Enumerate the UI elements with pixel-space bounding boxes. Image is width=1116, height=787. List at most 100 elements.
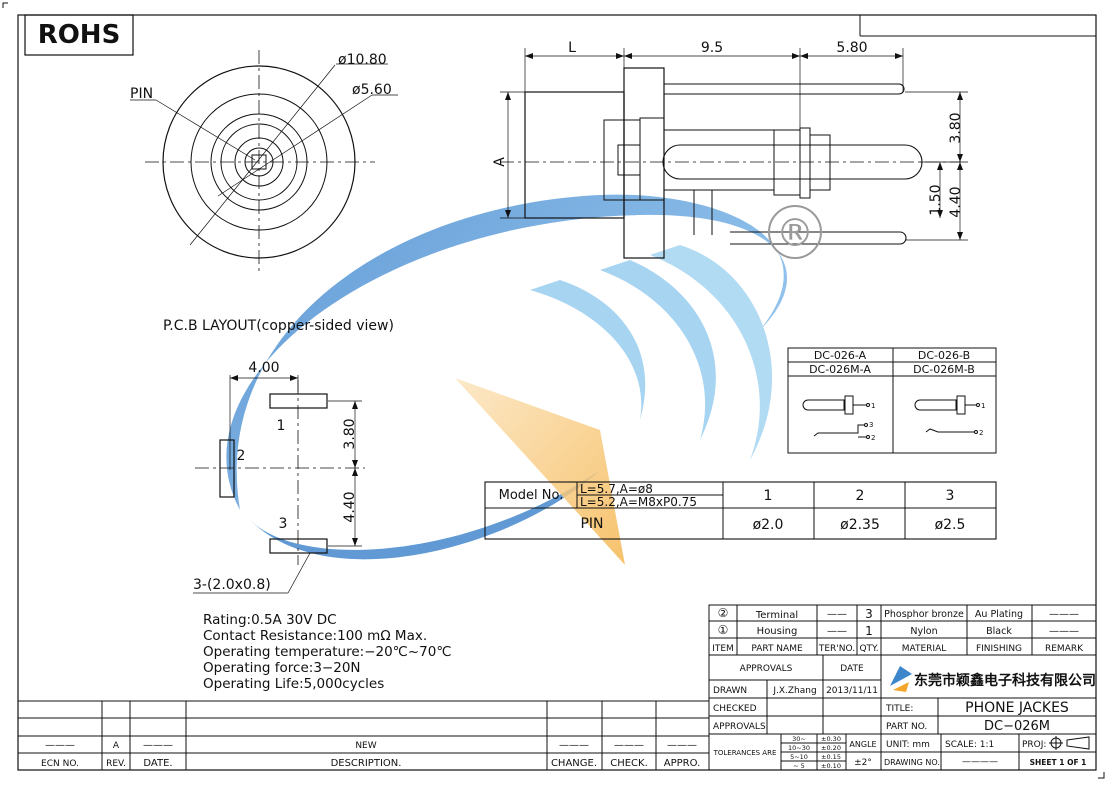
model-row-label: PIN (580, 516, 603, 532)
variant-a-pin-2: 2 (871, 434, 875, 442)
rev-check-dash: ——— (614, 740, 644, 751)
bom-header-item: ITEM (712, 644, 734, 654)
pcb-dim-3-80: 3.80 (342, 418, 358, 449)
tol-value-2: ±0.20 (821, 744, 841, 752)
bom-header-ter: TER'NO. (818, 644, 855, 654)
pad-2-label: 2 (237, 448, 246, 464)
tolerances-label: TOLERANCES ARE (713, 749, 777, 757)
angle-value: ±2° (854, 758, 872, 768)
watermark-logo (226, 194, 787, 565)
part-no-label: PART NO. (886, 722, 927, 732)
dim-a: A (492, 157, 508, 167)
model-line-2: L=5.2,A=M8xP0.75 (580, 495, 697, 509)
bom-row-2-qty: 1 (865, 624, 873, 638)
model-line-1: L=5.7,A=ø8 (580, 482, 653, 496)
model-col-3: 3 (946, 488, 955, 504)
proj-label: PROJ: (1022, 740, 1046, 750)
variant-b-pin-1: 1 (981, 402, 985, 410)
tol-range-2: 10~30 (788, 744, 810, 752)
pad-3-label: 3 (279, 516, 288, 532)
angle-label: ANGLE (849, 740, 876, 749)
drawn-by: J.X.Zhang (772, 686, 816, 696)
tol-value-1: ±0.30 (821, 735, 841, 743)
model-col-1: 1 (764, 488, 773, 504)
variant-header-b: DC-026-B (918, 349, 970, 362)
unit-label: UNIT: mm (886, 740, 930, 750)
company-logo-icon (890, 666, 912, 692)
model-col-2: 2 (856, 488, 865, 504)
rev-change-dash: ——— (559, 740, 589, 751)
model-table (484, 481, 997, 540)
dim-1-50: 1.50 (928, 184, 944, 215)
bom-row-2-remark: ——— (1049, 626, 1079, 637)
drawing-no-label: DRAWING NO. (884, 758, 940, 767)
drawing-no-value: ———— (962, 757, 998, 767)
pad-1-label: 1 (277, 418, 286, 434)
title-value: PHONE JACKES (965, 700, 1069, 716)
spec-temperature: Operating temperature:−20℃~70℃ (203, 644, 452, 660)
dim-9-5: 9.5 (701, 40, 723, 56)
variant-a-pin-1: 1 (871, 402, 875, 410)
bom-row-1-finishing: Au Plating (975, 609, 1023, 620)
rev-value: A (113, 741, 120, 751)
scale-label: SCALE: 1:1 (945, 740, 994, 750)
model-value-2: ø2.35 (840, 517, 880, 533)
approvals-header: APPROVALS (740, 664, 793, 674)
bom-row-1-qty: 3 (865, 607, 873, 621)
model-value-1: ø2.0 (753, 517, 784, 533)
model-value-3: ø2.5 (935, 517, 966, 533)
part-no-value: DC−026M (984, 719, 1050, 734)
pcb-layout (193, 375, 365, 594)
bom-header-material: MATERIAL (902, 644, 947, 654)
registered-mark: ® (776, 211, 814, 255)
bom-header-qty: QTY. (859, 644, 878, 654)
bom-header-remark: REMARK (1045, 644, 1084, 654)
company-name: 东莞市颖鑫电子科技有限公司 (914, 672, 1096, 689)
bom-row-2-item: ① (718, 623, 729, 637)
drawn-date: 2013/11/11 (826, 686, 878, 696)
rev-appro-dash: ——— (667, 740, 697, 751)
header-change: CHANGE. (551, 758, 597, 769)
bom-row-2-material: Nylon (910, 626, 937, 637)
bom-row-2-finishing: Black (986, 626, 1012, 637)
pcb-dim-4-00: 4.00 (248, 360, 279, 376)
variants-table (787, 347, 997, 454)
revision-block (18, 700, 709, 770)
spec-rating: Rating:0.5A 30V DC (203, 612, 337, 628)
tol-range-4: ~ 5 (793, 762, 805, 770)
date-header: DATE (840, 664, 864, 674)
tol-range-1: 30~ (792, 735, 806, 743)
spec-contact-resistance: Contact Resistance:100 mΩ Max. (203, 628, 427, 644)
pad-size-label: 3-(2.0x0.8) (193, 577, 271, 593)
dim-3-80: 3.80 (948, 112, 964, 143)
title-label: TITLE: (885, 704, 913, 714)
bom-row-1-remark: ——— (1049, 609, 1079, 620)
rev-ecn-dash: ——— (45, 740, 75, 751)
bom-row-1-item: ② (718, 606, 729, 620)
approvals-label: APPROVALS (713, 722, 766, 732)
bom-row-1-material: Phosphor bronze (884, 609, 964, 620)
pcb-dim-4-40: 4.40 (342, 491, 358, 522)
title-block-grid (708, 604, 1097, 771)
drawn-label: DRAWN (713, 686, 747, 696)
dim-l: L (568, 40, 576, 56)
model-label: Model No. (499, 488, 564, 503)
variant-header-mb: DC-026M-B (913, 363, 975, 376)
header-date: DATE. (143, 758, 172, 769)
variant-b-pin-2: 2 (979, 429, 983, 437)
spec-force: Operating force:3−20N (203, 660, 361, 676)
variant-header-a: DC-026-A (814, 349, 867, 362)
variant-header-ma: DC-026M-A (809, 363, 871, 376)
header-rev: REV. (106, 759, 126, 769)
dim-4-40: 4.40 (948, 186, 964, 217)
sheet-label: SHEET 1 OF 1 (1030, 758, 1087, 767)
spec-life: Operating Life:5,000cycles (203, 676, 384, 692)
bom-header-finishing: FINISHING (976, 644, 1022, 654)
bom-header-name: PART NAME (751, 644, 803, 654)
checked-label: CHECKED (713, 704, 757, 714)
bom-row-1-dash: —— (827, 609, 847, 620)
tol-value-4: ±0.10 (821, 762, 841, 770)
bom-row-2-name: Housing (757, 626, 798, 637)
tol-range-3: 5~10 (790, 753, 808, 761)
